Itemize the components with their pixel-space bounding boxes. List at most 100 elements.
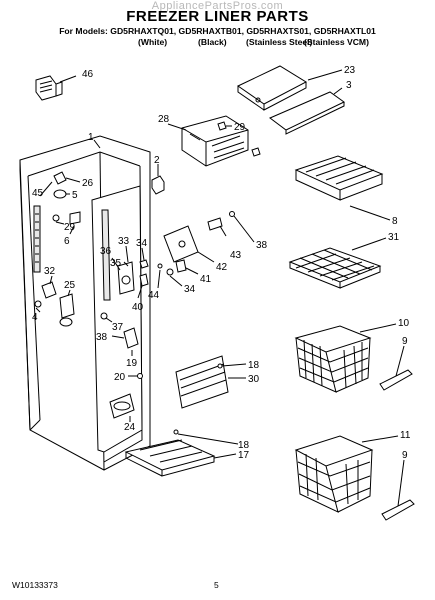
- callout-45: 45: [32, 188, 44, 199]
- leader-18b: [177, 433, 239, 445]
- part-31-wire-shelf: [288, 247, 382, 289]
- leader-17: [213, 453, 237, 459]
- callout-6: 6: [64, 236, 70, 247]
- callout-33: 33: [118, 236, 130, 247]
- leader-45: [39, 181, 53, 197]
- part-17-bottom-grille: [124, 439, 216, 477]
- callout-32: 32: [44, 266, 56, 277]
- leader-10: [359, 323, 397, 333]
- part-1-freezer-liner: [19, 135, 151, 471]
- callout-26: 26: [82, 178, 94, 189]
- callout-28: 28: [158, 114, 170, 125]
- page-number: 5: [214, 580, 219, 590]
- callout-20: 20: [114, 372, 126, 383]
- callout-10: 10: [398, 318, 410, 329]
- callout-17: 17: [238, 450, 250, 461]
- leader-33: [125, 245, 129, 263]
- part-26-light-socket: [53, 171, 67, 185]
- leader-40: [137, 285, 143, 299]
- callout-38a: 38: [256, 240, 268, 251]
- leader-38a: [233, 215, 255, 243]
- callout-9b: 9: [402, 450, 408, 461]
- part-2-clip: [151, 175, 165, 195]
- part-46-vent: [35, 75, 63, 101]
- models-line: For Models: GD5RHAXTQ01, GD5RHAXTB01, GD…: [59, 26, 376, 36]
- leader-34b: [169, 275, 183, 287]
- callout-37: 37: [112, 322, 124, 333]
- callout-40: 40: [132, 302, 144, 313]
- part-42-control-panel: [163, 225, 199, 263]
- leader-41: [185, 267, 199, 275]
- callout-34a: 34: [136, 238, 148, 249]
- leader-26: [65, 177, 81, 183]
- callout-29a: 29: [234, 122, 246, 133]
- leader-35: [123, 261, 129, 267]
- part-20-thermistor: [137, 373, 143, 379]
- variant-stainless-vcm: (Stainless VCM): [304, 37, 369, 47]
- callout-25: 25: [64, 280, 76, 291]
- part-25-sensor: [59, 293, 75, 327]
- part-28-housing: [181, 115, 249, 167]
- callout-42: 42: [216, 262, 228, 273]
- callout-24: 24: [124, 422, 136, 433]
- part-44-screw: [157, 263, 163, 269]
- variant-stainless-steel: (Stainless Steel): [246, 37, 313, 47]
- part-9-handle-a: [379, 369, 413, 391]
- leader-37: [105, 317, 113, 323]
- leader-25: [67, 289, 71, 297]
- leader-23: [307, 69, 343, 81]
- leader-46: [59, 75, 77, 83]
- callout-5: 5: [72, 190, 78, 201]
- part-24-light-assembly: [109, 393, 135, 419]
- part-41-connector: [175, 259, 187, 273]
- leader-38b: [111, 335, 125, 339]
- part-35-control-housing: [117, 261, 135, 295]
- part-4-clip: [34, 300, 42, 308]
- callout-44: 44: [148, 290, 160, 301]
- callout-36: 36: [100, 246, 112, 257]
- callout-29b: 29: [64, 222, 76, 233]
- leader-42: [197, 251, 215, 263]
- leader-3: [333, 87, 343, 95]
- part-10-basket: [294, 325, 372, 393]
- leader-29b: [55, 221, 65, 225]
- watermark-text: AppliancePartsPros.com: [151, 0, 284, 12]
- part-23-bracket: [237, 65, 308, 111]
- callout-9a: 9: [402, 336, 408, 347]
- leader-31: [351, 237, 387, 251]
- leader-43: [219, 225, 227, 237]
- part-18-screw-a: [217, 363, 223, 369]
- callout-1: 1: [88, 132, 94, 143]
- leader-11: [361, 435, 399, 443]
- part-5-bulb: [53, 189, 67, 199]
- part-29-screw-left: [52, 214, 60, 222]
- part-34-knob-b: [166, 268, 174, 276]
- part-40-bracket: [139, 273, 149, 287]
- callout-4: 4: [32, 312, 38, 323]
- callout-18b: 18: [238, 440, 250, 451]
- doc-number: W10133373: [12, 580, 58, 590]
- callout-11: 11: [400, 430, 411, 441]
- part-30-grille: [175, 355, 229, 409]
- part-37-clip: [100, 312, 108, 320]
- callout-43: 43: [230, 250, 242, 261]
- callout-35: 35: [110, 258, 122, 269]
- part-29-screw-top: [217, 121, 261, 157]
- callout-2: 2: [154, 155, 160, 166]
- part-11-basket: [294, 435, 374, 513]
- callout-18a: 18: [248, 360, 260, 371]
- part-3-panel: [269, 91, 345, 135]
- callout-23: 23: [344, 65, 356, 76]
- variant-white: (White): [138, 37, 168, 47]
- callout-8: 8: [392, 216, 398, 227]
- page-title: FREEZER LINER PARTS: [126, 8, 309, 25]
- callout-19: 19: [126, 358, 138, 369]
- leader-1: [93, 139, 101, 149]
- leader-32: [49, 275, 53, 285]
- callout-38b: 38: [96, 332, 108, 343]
- leader-34a: [141, 247, 145, 261]
- part-38-screw-a: [229, 211, 235, 217]
- leader-9a: [395, 345, 405, 377]
- leader-8: [349, 205, 391, 221]
